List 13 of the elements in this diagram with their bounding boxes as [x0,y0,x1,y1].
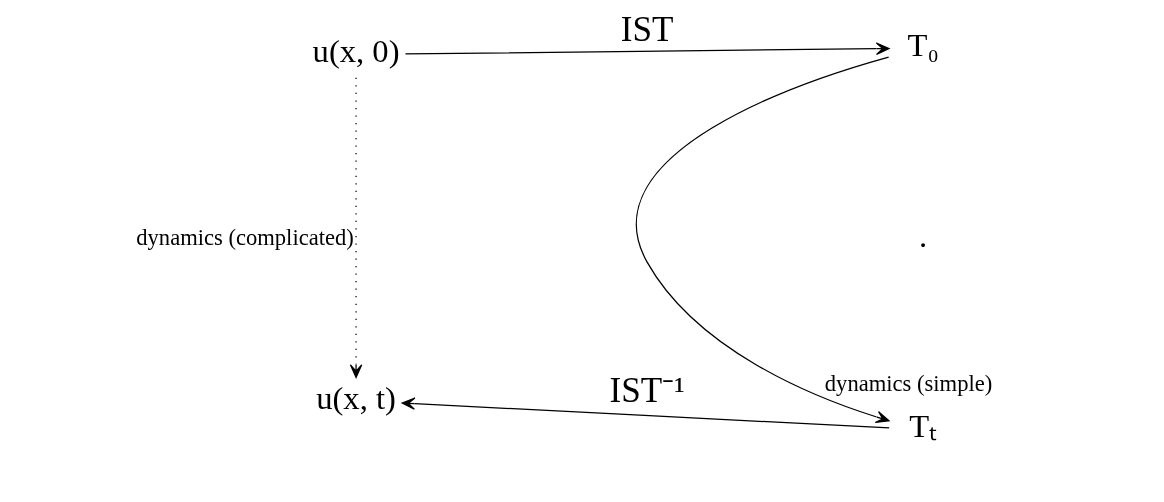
label: . [919,217,928,254]
arrow [401,397,890,429]
node-text: u(x, t) [316,379,396,416]
edge-label: dynamics (complicated) [136,225,354,251]
arrow [404,42,890,55]
node-text: T₀ [907,27,939,64]
arrow [636,56,890,424]
node-text: Tₜ [909,408,938,445]
node-text: u(x, 0) [312,33,400,70]
edge-label: IST [620,10,674,50]
arrow [349,77,363,378]
edge-label: IST⁻¹ [609,371,685,411]
edge-label: dynamics (simple) [824,370,993,396]
